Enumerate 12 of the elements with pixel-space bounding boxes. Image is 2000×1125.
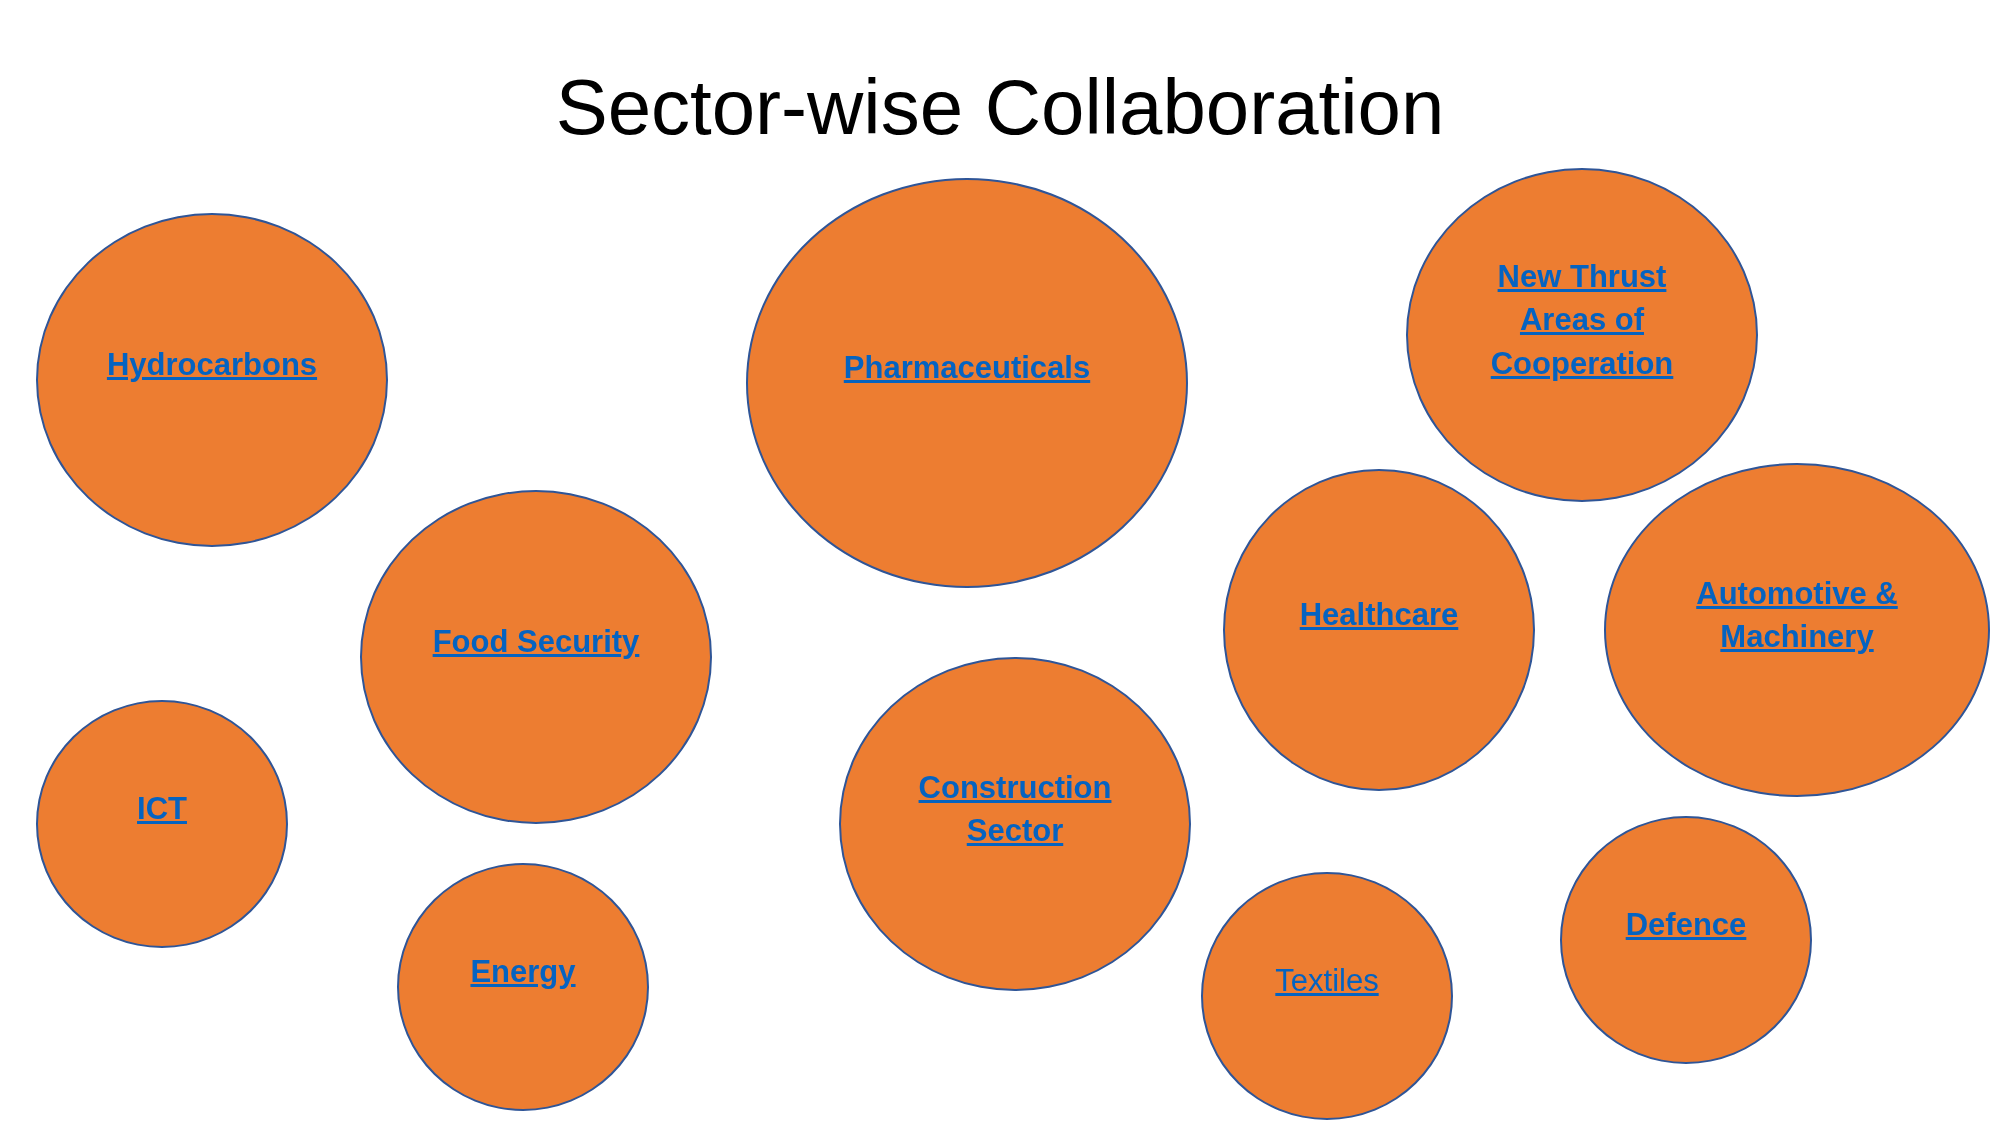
sector-link: Food Security (432, 623, 640, 662)
sector-link: Pharmaceuticals (843, 349, 1091, 388)
title: Sector-wise Collaboration (555, 62, 1445, 153)
sector-link: Textiles (1275, 962, 1379, 1001)
sector-link: Construction Sector (917, 768, 1113, 850)
sector-link: Energy (470, 953, 576, 992)
sector-link: Defence (1625, 906, 1747, 945)
sector-link: Healthcare (1299, 596, 1459, 635)
sector-link: New Thrust Areas of Cooperation (1489, 257, 1675, 383)
sector-link: Hydrocarbons (106, 346, 318, 385)
sector-link: Automotive & Machinery (1695, 574, 1899, 656)
sector-link: ICT (137, 790, 187, 829)
